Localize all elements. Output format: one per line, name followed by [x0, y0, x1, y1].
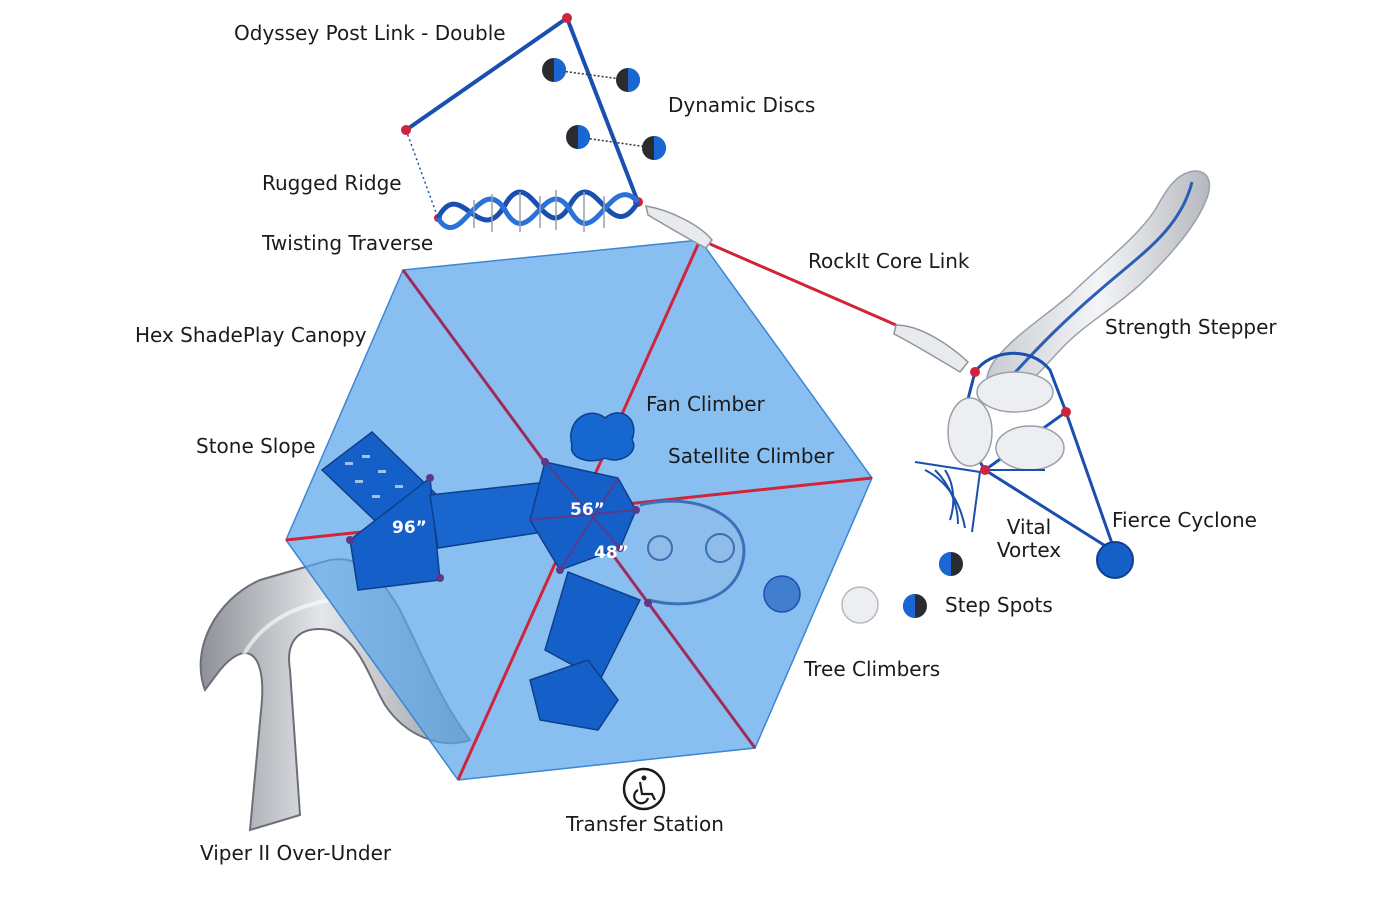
strength-stepper-path [986, 170, 1211, 396]
deck-structure [320, 412, 801, 731]
label-dynamic-discs: Dynamic Discs [668, 93, 816, 117]
dynamic-disc [542, 58, 566, 82]
label-rockit-core-link: RockIt Core Link [808, 249, 970, 273]
label-rugged-ridge: Rugged Ridge [262, 171, 402, 195]
label-satellite-climber: Satellite Climber [668, 444, 835, 468]
odyssey-right-beam [565, 17, 640, 203]
label-twisting-traverse: Twisting Traverse [262, 231, 434, 255]
traverse-rungs [473, 190, 605, 232]
deck-56-strut-c [559, 477, 619, 571]
odyssey-left-link [405, 129, 439, 219]
wheelchair-transfer-icon [622, 767, 666, 811]
odyssey-post-link [401, 13, 643, 222]
dynamic-disc [616, 68, 640, 92]
cyclone-pod-b [947, 397, 993, 467]
label-vital-vortex-line1: Vital [1006, 515, 1052, 539]
cyclone-pod-c [995, 425, 1065, 471]
deck-height-56: 56” [570, 500, 605, 520]
step-spot [939, 552, 963, 576]
dynamic-discs [542, 58, 666, 160]
label-fan-climber: Fan Climber [646, 392, 765, 416]
label-vital-vortex-line2: Vortex [996, 538, 1062, 562]
fan-climber [570, 412, 635, 462]
deck-56-strut-a [544, 461, 621, 549]
label-strength-stepper: Strength Stepper [1105, 315, 1277, 339]
viper-slide-highlight [230, 598, 331, 691]
dynamic-disc [566, 125, 590, 149]
fierce-cyclone-structure [947, 351, 1134, 579]
label-transfer-station: Transfer Station [566, 812, 724, 836]
odyssey-post-a [562, 13, 572, 23]
cyclone-pod-a [976, 371, 1054, 413]
deck-height-48: 48” [594, 543, 629, 563]
label-vital-vortex: Vital Vortex [984, 516, 1074, 562]
label-stone-slope: Stone Slope [196, 434, 316, 458]
satellite-climber [639, 499, 746, 606]
label-tree-climbers: Tree Climbers [804, 657, 941, 681]
strength-stepper [986, 170, 1211, 396]
strength-stepper-rail [1008, 181, 1194, 380]
vital-vortex [914, 461, 982, 533]
rockit-grip-a [645, 205, 713, 249]
label-fierce-cyclone: Fierce Cyclone [1112, 508, 1257, 532]
satellite-climber-pod-a [705, 533, 735, 563]
tree-climber [763, 575, 801, 613]
dynamic-disc [642, 136, 666, 160]
label-step-spots: Step Spots [945, 593, 1053, 617]
rockit-cable [709, 242, 897, 327]
label-hex-shadeplay-canopy: Hex ShadePlay Canopy [135, 323, 367, 347]
deck-posts [346, 458, 652, 607]
rockit-core-link [645, 205, 970, 373]
twisting-traverse [435, 189, 641, 232]
step-spot [841, 586, 879, 624]
label-viper-over-under: Viper II Over-Under [200, 841, 392, 865]
deck-56-strut-b [529, 509, 637, 521]
label-odyssey-post-link: Odyssey Post Link - Double [234, 21, 506, 45]
deck-height-96: 96” [392, 518, 427, 538]
lower-step-platform [529, 659, 619, 731]
satellite-climber-pod-b [647, 535, 673, 561]
rockit-grip-b [893, 324, 970, 373]
step-spot [903, 594, 927, 618]
odyssey-post-b [401, 125, 411, 135]
fierce-cyclone-base [1096, 541, 1134, 579]
traverse-rail-b [435, 192, 640, 230]
step-spots-group [841, 552, 963, 624]
odyssey-top-beam [404, 16, 569, 132]
